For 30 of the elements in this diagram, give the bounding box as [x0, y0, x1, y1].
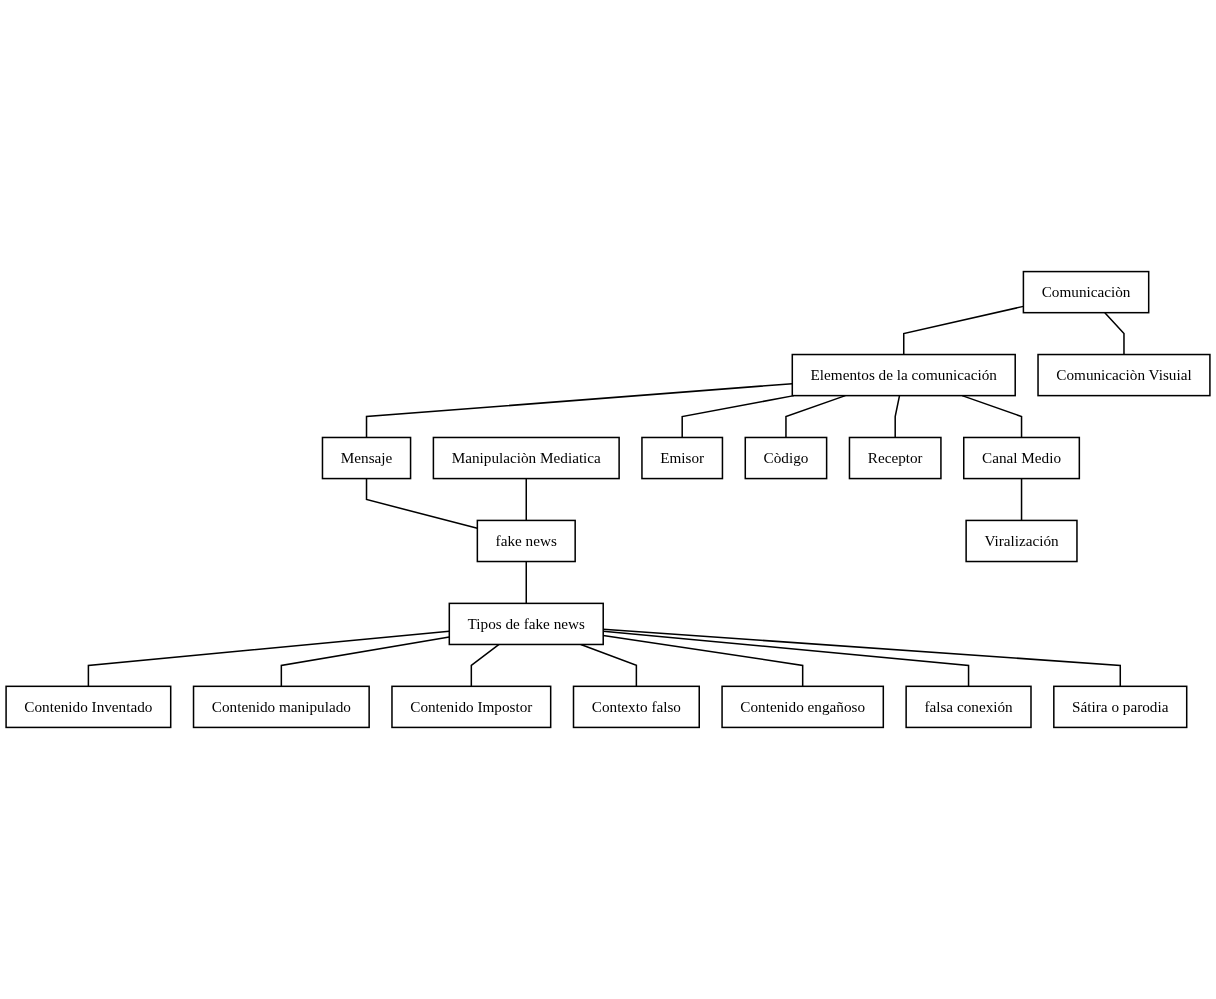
connector — [470, 643, 500, 688]
node-box: Manipulaciòn Mediatica — [432, 436, 620, 480]
node-box: Canal Medio — [963, 436, 1081, 480]
node-box: Contenido Inventado — [5, 685, 172, 729]
node-box: Comunicaciòn — [1022, 270, 1150, 314]
connector — [525, 560, 527, 605]
node-box: falsa conexión — [905, 685, 1032, 729]
connector — [525, 477, 527, 522]
node-box: Tipos de fake news — [448, 602, 604, 646]
node-box: Viralización — [965, 519, 1078, 563]
connector — [785, 394, 847, 439]
node-box: fake news — [476, 519, 576, 563]
node-box: Contenido Impostor — [391, 685, 552, 729]
node-box: Receptor — [848, 436, 942, 480]
connector — [365, 382, 794, 439]
node-box: Sátira o parodia — [1053, 685, 1188, 729]
node-box: Còdigo — [744, 436, 828, 480]
node-box: Mensaje — [321, 436, 412, 480]
node-box: Elementos de la comunicación — [791, 353, 1016, 397]
connector — [1020, 477, 1023, 522]
connector — [681, 394, 795, 439]
node-box: Contexto falso — [572, 685, 700, 729]
node-box: Emisor — [641, 436, 724, 480]
connector — [580, 643, 638, 688]
connector — [1104, 311, 1125, 356]
node-box: Contenido engañoso — [721, 685, 885, 729]
node-box: Contenido manipulado — [192, 685, 370, 729]
connector — [894, 394, 901, 439]
connector — [961, 394, 1023, 439]
node-box: Comunicaciòn Visuial — [1037, 353, 1211, 397]
